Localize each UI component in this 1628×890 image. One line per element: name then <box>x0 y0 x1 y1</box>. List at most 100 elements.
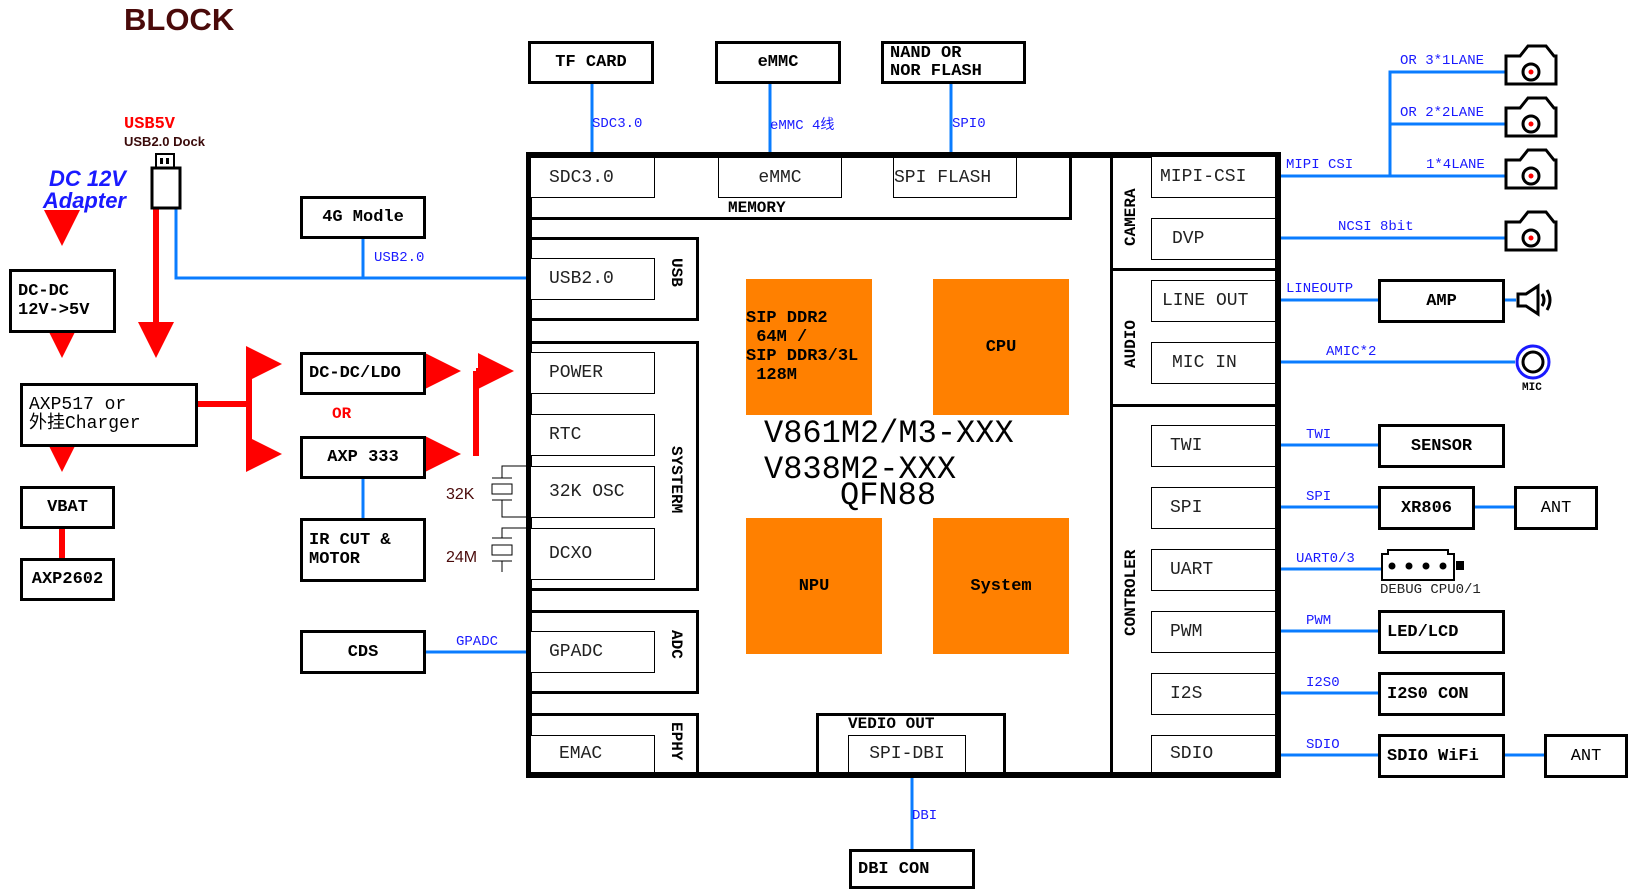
ant-box-2: ANT <box>1544 734 1628 778</box>
camera-group-label: CAMERA <box>1122 188 1140 246</box>
sdc30-signal-label: SDC3.0 <box>592 116 643 132</box>
dcdc-ldo-box: DC-DC/LDO <box>300 352 426 395</box>
emmc-signal-label: eMMC 4线 <box>770 118 835 134</box>
usb-dock-label: USB2.0 Dock <box>124 134 205 149</box>
i2s0-con-box: I2S0 CON <box>1378 672 1505 716</box>
camera-icon-4 <box>1504 210 1558 252</box>
dc-adapter-line2: Adapter <box>42 188 126 213</box>
dcdc-12v-5v-box: DC-DC 12V->5V <box>9 269 116 333</box>
chip-name-line3: QFN88 <box>840 477 937 514</box>
adc-block-gpadc: GPADC <box>530 631 655 673</box>
lane-label-2x2: OR 2*2LANE <box>1400 105 1485 121</box>
audio-group-label: AUDIO <box>1122 319 1140 368</box>
adc-group <box>530 610 699 694</box>
controller-block-twi: TWI <box>1151 425 1276 467</box>
camera-block-mipi-csi: MIPI-CSI <box>1151 156 1276 198</box>
memory-block-spi-flash: SPI FLASH <box>893 157 1017 198</box>
video-out-group <box>816 713 1006 773</box>
lineout-signal-label: LINEOUTP <box>1286 281 1354 297</box>
controller-block-uart: UART <box>1151 549 1276 591</box>
system-block-power: POWER <box>530 352 655 394</box>
signal-lines <box>174 70 1546 855</box>
audio-controller-divider <box>1110 404 1276 407</box>
chip-name-line2: V838M2-XXX <box>764 451 957 488</box>
crystal-symbols <box>491 465 528 572</box>
ncsi-signal-label: NCSI 8bit <box>1338 219 1414 235</box>
core-npu: NPU <box>746 518 882 654</box>
video-out-group-label: VEDIO OUT <box>848 715 935 733</box>
gpadc-signal-label: GPADC <box>456 634 499 650</box>
page-title: BLOCK <box>124 2 235 37</box>
system-group-label: SYSTERM <box>667 446 685 514</box>
power-lines <box>44 204 514 560</box>
system-block-rtc: RTC <box>530 414 655 456</box>
usb5v-label: USB5V <box>124 115 176 134</box>
spi0-signal-label: SPI0 <box>952 116 986 132</box>
uart-signal-label: UART0/3 <box>1296 551 1355 567</box>
controller-block-sdio: SDIO <box>1151 735 1276 773</box>
tf-card-box: TF CARD <box>528 41 654 84</box>
core-ddr: SIP DDR2 64M / SIP DDR3/3L 128M <box>746 279 872 415</box>
controller-group-label: CONTROLER <box>1122 549 1140 636</box>
camera-audio-divider <box>1110 268 1276 271</box>
led-lcd-box: LED/LCD <box>1378 610 1505 654</box>
memory-group <box>530 156 1072 220</box>
camera-icons <box>1504 44 1558 252</box>
emmc-box: eMMC <box>715 41 841 84</box>
sdio-signal-label: SDIO <box>1306 737 1340 753</box>
i2s-signal-label: I2S0 <box>1306 675 1340 691</box>
cds-box: CDS <box>300 630 426 674</box>
camera-icon-3 <box>1504 148 1558 190</box>
core-cpu: CPU <box>933 279 1069 415</box>
soc-outline <box>526 152 1281 778</box>
ephy-block-emac: EMAC <box>530 735 655 773</box>
sdio-wifi-box: SDIO WiFi <box>1378 734 1505 778</box>
ircut-motor-box: IR CUT & MOTOR <box>300 518 426 582</box>
audio-block-line-out: LINE OUT <box>1151 280 1276 322</box>
mic-label: MIC <box>1522 382 1542 394</box>
lane-label-1x4: 1*4LANE <box>1426 157 1485 173</box>
axp333-box: AXP 333 <box>300 436 426 479</box>
camera-icon-1 <box>1504 44 1558 86</box>
vbat-box: VBAT <box>20 486 115 529</box>
controller-block-spi: SPI <box>1151 487 1276 529</box>
speaker-icon <box>1516 283 1552 317</box>
nand-nor-flash-box: NAND OR NOR FLASH <box>881 41 1026 84</box>
video-block-spi-dbi: SPI-DBI <box>848 735 966 773</box>
charger-box: AXP517 or 外挂Charger <box>20 383 198 447</box>
system-block-32k-osc: 32K OSC <box>530 466 655 518</box>
mipi-csi-signal-label: MIPI CSI <box>1286 157 1354 173</box>
memory-group-label: MEMORY <box>728 199 786 217</box>
ephy-group-label: EPHY <box>667 722 685 761</box>
dbi-con-box: DBI CON <box>849 849 975 889</box>
dc-adapter-line1: DC 12V <box>48 166 126 191</box>
ephy-group <box>530 713 699 773</box>
4g-module-box: 4G Modle <box>300 196 426 239</box>
usb-plug-icon <box>150 153 182 210</box>
memory-block-emmc: eMMC <box>718 157 842 198</box>
controller-block-pwm: PWM <box>1151 611 1276 653</box>
usb-group-label: USB <box>667 258 685 287</box>
xtal-32k-label: 32K <box>446 486 475 503</box>
lane-label-3x1: OR 3*1LANE <box>1400 53 1485 69</box>
usb-group <box>530 237 699 321</box>
amic-signal-label: AMIC*2 <box>1326 344 1377 360</box>
dbi-signal-label: DBI <box>912 808 938 824</box>
xtal-24m-label: 24M <box>446 549 478 566</box>
ant-box-1: ANT <box>1514 486 1598 530</box>
system-group <box>530 341 699 591</box>
dc-adapter-label: DC 12V Adapter <box>16 168 126 212</box>
or-label: OR <box>332 405 352 423</box>
controller-block-i2s: I2S <box>1151 673 1276 715</box>
camera-block-dvp: DVP <box>1151 218 1276 260</box>
audio-block-mic-in: MIC IN <box>1151 342 1276 384</box>
memory-block-sdc30: SDC3.0 <box>530 157 655 198</box>
debug-connector-icon <box>1381 549 1464 581</box>
sensor-box: SENSOR <box>1378 424 1505 468</box>
axp2602-box: AXP2602 <box>20 558 115 601</box>
right-column-divider <box>1110 156 1113 776</box>
spi-signal-label: SPI <box>1306 489 1332 505</box>
twi-signal-label: TWI <box>1306 427 1332 443</box>
amp-box: AMP <box>1378 279 1505 323</box>
